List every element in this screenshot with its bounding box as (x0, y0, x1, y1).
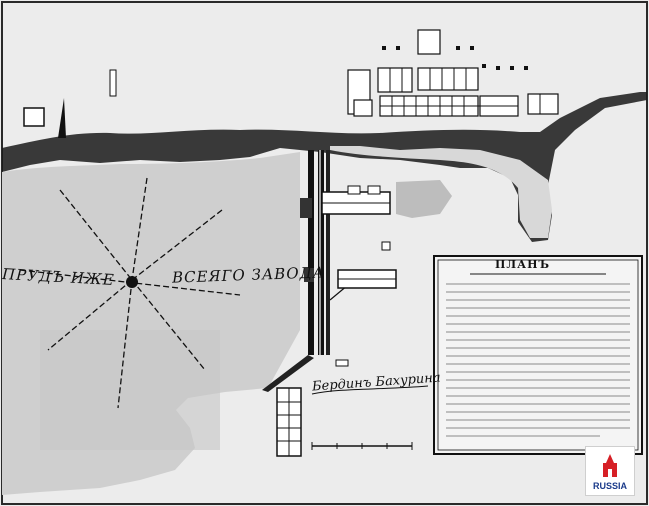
dam-outlet (262, 355, 314, 392)
post-marker (109, 69, 117, 97)
small-houses (382, 46, 528, 70)
cartouche-text-lines (446, 283, 630, 437)
russia-badge[interactable]: RUSSIA (585, 446, 635, 496)
kremlin-tower-icon (603, 454, 617, 477)
channel-water (330, 146, 552, 238)
dam-bar-right (326, 150, 330, 355)
water-wheel-lower (304, 268, 314, 282)
channel-island (396, 180, 452, 218)
dam-bar-mid (318, 150, 324, 355)
cartouche-title: ПЛАНЪ (495, 258, 550, 271)
badge-label: RUSSIA (592, 481, 627, 491)
water-wheel-upper (300, 198, 312, 218)
compass-center (126, 276, 138, 288)
dam-bar-left (308, 150, 314, 355)
cartouche-box (433, 255, 643, 455)
left-building (23, 107, 45, 127)
pond-shade (40, 330, 220, 450)
spire-mark (58, 98, 66, 138)
